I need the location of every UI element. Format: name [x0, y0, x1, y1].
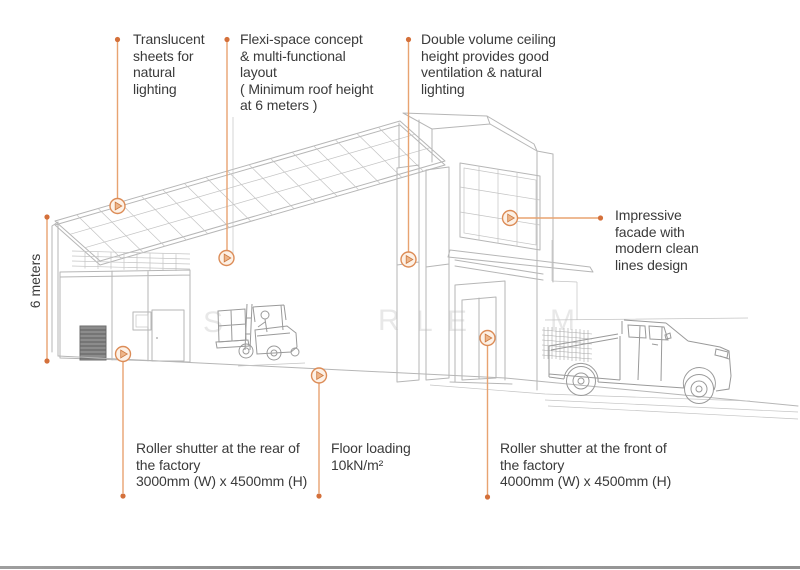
callout-marker-roller-shutter-front — [479, 329, 496, 347]
callout-label-flexi-space: Flexi-space concept & multi-functional l… — [240, 31, 374, 113]
watermark-letter: R — [378, 304, 400, 337]
annex-window — [132, 311, 152, 331]
watermark-letter: L — [416, 305, 433, 338]
callout-lines — [46, 40, 598, 495]
callout-label-floor-loading: Floor loading 10kN/m² — [331, 440, 411, 473]
callout-marker-roller-shutter-rear — [114, 345, 132, 363]
entrance-door — [449, 280, 513, 385]
callout-label-impressive-facade: Impressive facade with modern clean line… — [615, 207, 699, 273]
callout-label-roller-shutter-front: Roller shutter at the front of the facto… — [500, 440, 672, 489]
entrance-canopy — [447, 249, 594, 273]
callout-marker-impressive-facade — [501, 209, 519, 227]
callout-marker-flexi-space — [218, 249, 235, 267]
annex-room — [51, 221, 191, 363]
callout-marker-translucent-sheets — [109, 197, 126, 215]
annex-door — [151, 309, 185, 362]
callout-label-roller-shutter-rear: Roller shutter at the rear of the factor… — [136, 440, 308, 489]
forklift — [215, 303, 306, 367]
louver-vent — [79, 325, 107, 361]
callout-label-translucent-sheets: Translucent sheets for natural lighting — [133, 31, 205, 97]
callout-marker-double-volume — [400, 251, 417, 268]
dimension-label-6-meters: 6 meters — [27, 253, 43, 309]
bottom-edge-bar — [0, 566, 800, 569]
office-block — [402, 112, 749, 391]
callout-label-double-volume: Double volume ceiling height provides go… — [421, 31, 556, 97]
callout-marker-floor-loading — [310, 367, 328, 384]
window-grid — [459, 162, 541, 251]
callout-line-dots — [44, 36, 604, 500]
pickup-truck — [548, 319, 732, 404]
